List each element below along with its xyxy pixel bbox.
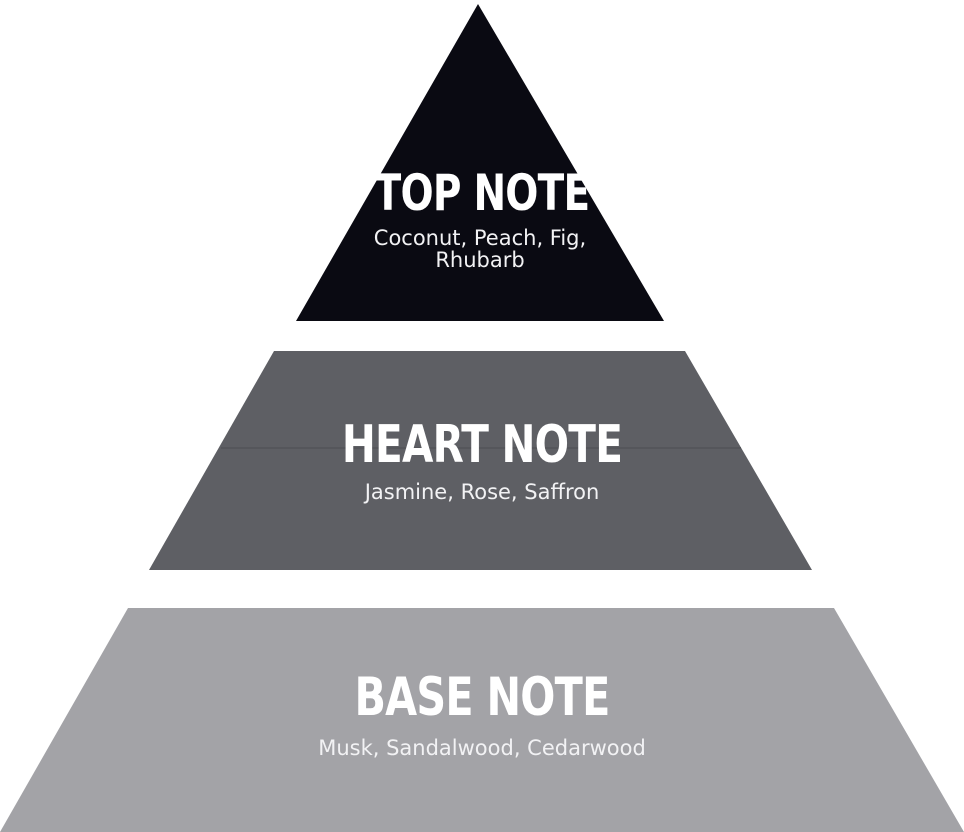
heart-note-trapezoid: [149, 351, 812, 570]
base-note-label-group: BASE NOTE Musk, Sandalwood, Cedarwood: [0, 671, 964, 760]
base-note-ingredients: Musk, Sandalwood, Cedarwood: [318, 736, 646, 760]
heart-note-ingredients: Jasmine, Rose, Saffron: [364, 480, 600, 504]
top-note-triangle: [296, 4, 664, 321]
base-note-trapezoid: [0, 608, 964, 832]
base-note-title: BASE NOTE: [354, 667, 610, 728]
heart-note-label-group: HEART NOTE Jasmine, Rose, Saffron: [0, 419, 964, 504]
top-note-title: TOP NOTE: [374, 164, 590, 222]
top-note-ingredients: Coconut, Peach, Fig, Rhubarb: [373, 226, 587, 272]
heart-note-title: HEART NOTE: [341, 415, 623, 475]
top-note-label-group: TOP NOTE Coconut, Peach, Fig, Rhubarb: [0, 168, 964, 271]
